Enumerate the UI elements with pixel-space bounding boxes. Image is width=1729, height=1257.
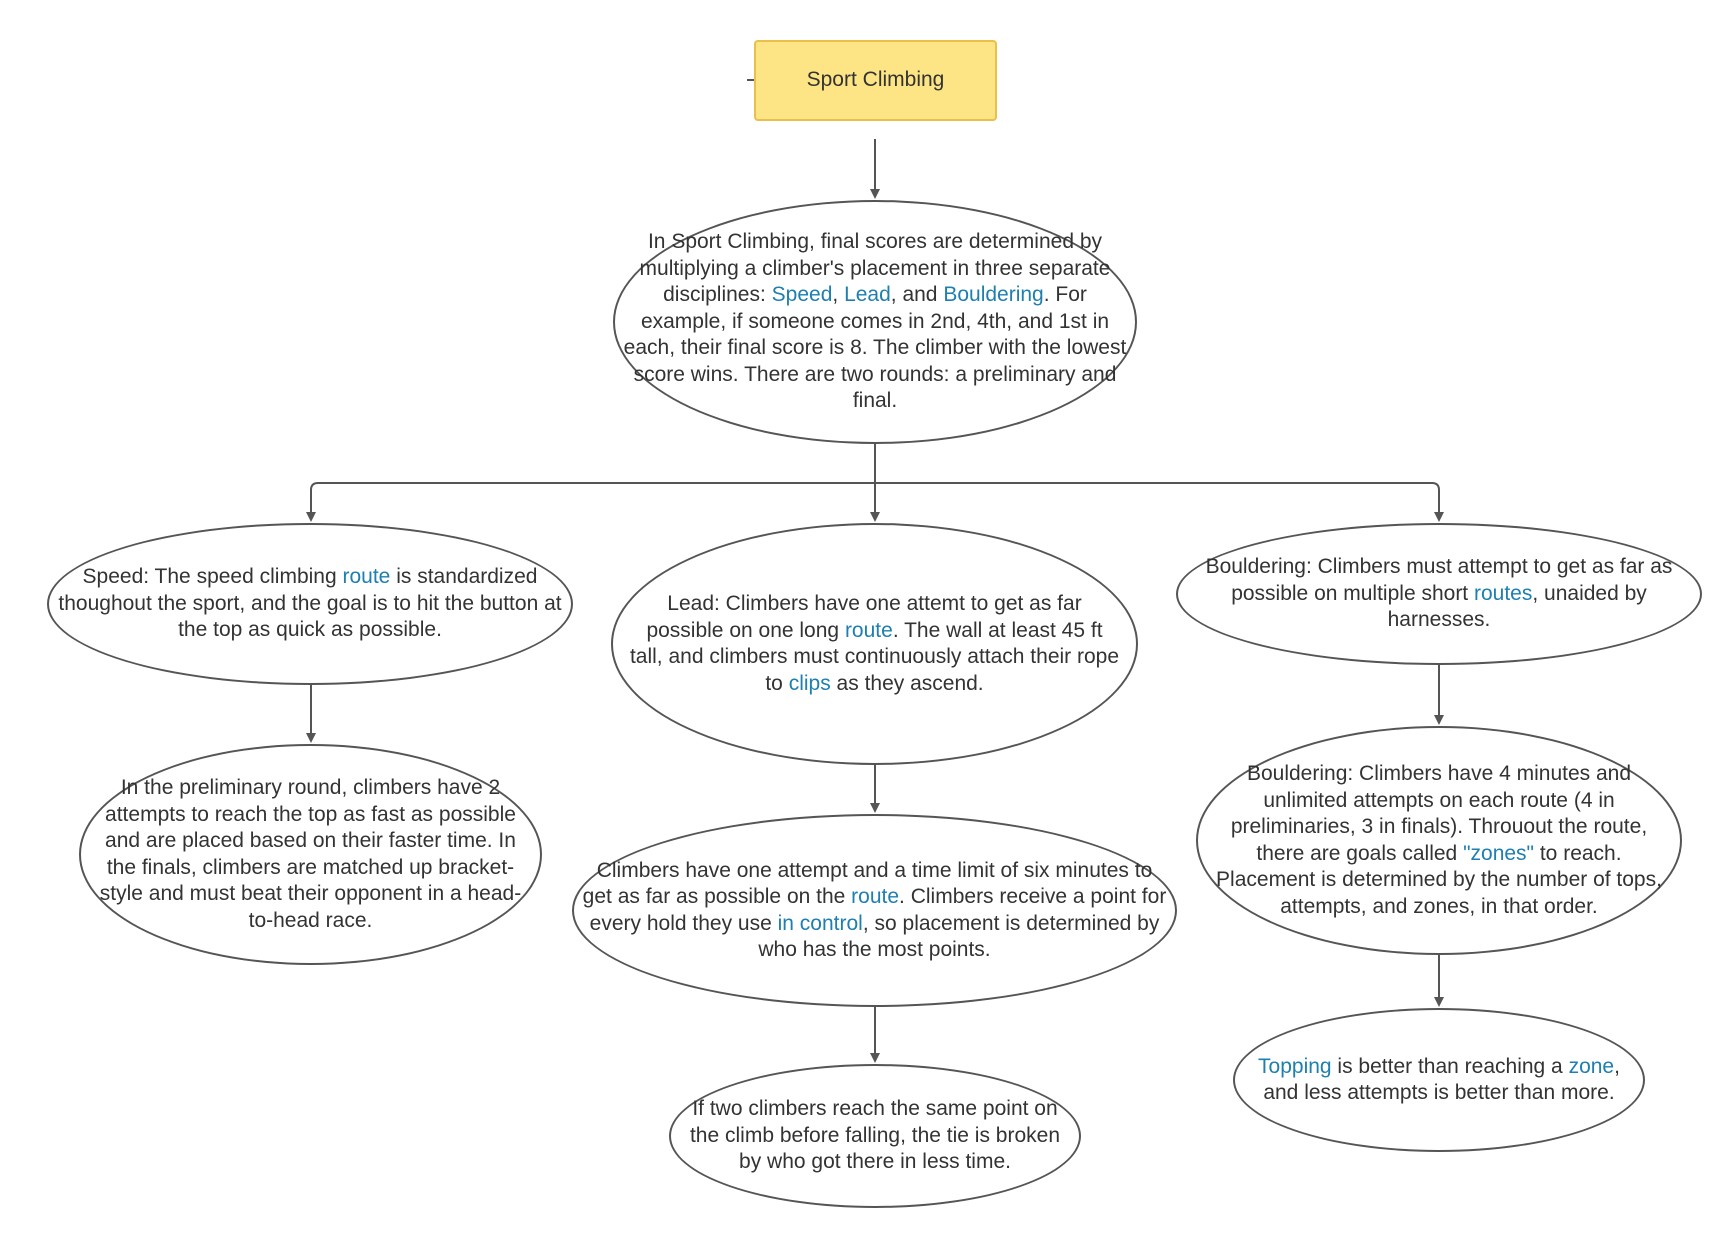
edge-overview-to-speed [306,482,875,522]
lead-node[interactable]: Lead: Climbers have one attemt to get as… [611,523,1138,765]
speed-detail-node[interactable]: In the preliminary round, climbers have … [79,744,542,965]
link-route[interactable]: route [851,885,900,908]
speed-node[interactable]: Speed: The speed climbing route is stand… [47,523,573,685]
root-connector-stub [747,79,755,81]
lead-detail-text-1: Climbers have one attempt and a time lim… [582,858,1153,909]
speed-text-2: is standardized thoughout the sport, and… [58,565,562,642]
bouldering-detail-text: Bouldering: Climbers have 4 minutes and … [1204,761,1674,920]
link-speed[interactable]: Speed [771,283,833,307]
lead-detail-text: Climbers have one attempt and a time lim… [582,858,1167,964]
bouldering-detail-node[interactable]: Bouldering: Climbers have 4 minutes and … [1196,726,1682,955]
overview-text-1: In Sport Climbing, final scores are dete… [639,230,1111,307]
bouldering-text-2: , unaided by harnesses. [1387,581,1647,632]
bouldering-rank-text: Topping is better than reaching a zone, … [1249,1054,1629,1107]
lead-detail-text-3: , so placement is determined by who has … [758,911,1160,962]
link-bouldering[interactable]: Bouldering [943,283,1044,307]
link-zone[interactable]: zone [1568,1054,1615,1078]
bouldering-text-1: Bouldering: Climbers must attempt to get… [1205,555,1673,605]
overview-text: In Sport Climbing, final scores are dete… [621,229,1129,415]
link-clips[interactable]: clips [788,671,831,695]
bouldering-rank-text-2: , and less attempts is better than more. [1263,1054,1620,1105]
edge-overview-to-bouldering [875,482,1444,522]
lead-text-1: Lead: Climbers have one attemt to get as… [646,592,1082,642]
overview-text-2: , [832,283,845,307]
speed-text: Speed: The speed climbing route is stand… [57,564,563,644]
speed-detail-text: In the preliminary round, climbers have … [99,776,522,932]
bouldering-text: Bouldering: Climbers must attempt to get… [1184,554,1694,634]
link-topping[interactable]: Topping [1258,1054,1332,1078]
lead-detail-text-2: . Climbers receive a point for every hol… [589,885,1167,935]
root-node-sport-climbing[interactable]: Sport Climbing [754,40,997,121]
link-routes[interactable]: routes [1473,581,1533,605]
speed-text-1: Speed: The speed climbing [82,565,343,589]
lead-text-2: . The wall at least 45 ft tall, and clim… [629,618,1120,695]
lead-text-3: as they ascend. [830,671,984,695]
link-route[interactable]: route [844,618,893,642]
overview-node[interactable]: In Sport Climbing, final scores are dete… [613,200,1137,444]
bouldering-node[interactable]: Bouldering: Climbers must attempt to get… [1176,523,1702,665]
overview-text-3: , and [890,283,944,307]
bouldering-rank-node[interactable]: Topping is better than reaching a zone, … [1233,1008,1645,1152]
root-node-title: Sport Climbing [806,68,945,92]
lead-detail-node[interactable]: Climbers have one attempt and a time lim… [572,814,1177,1007]
link-in-control[interactable]: in control [777,911,863,935]
bouldering-rank-text-1: is better than reaching a [1331,1054,1569,1078]
link-route[interactable]: route [342,565,391,589]
lead-tie-text: If two climbers reach the same point on … [689,1097,1061,1174]
lead-tie-node[interactable]: If two climbers reach the same point on … [669,1064,1081,1208]
link-lead[interactable]: Lead [844,283,891,307]
bouldering-detail-text-1: Bouldering: Climbers have 4 minutes and … [1230,762,1648,865]
overview-text-4: . For example, if someone comes in 2nd, … [623,283,1127,413]
link-zones[interactable]: "zones" [1463,841,1535,865]
bouldering-detail-text-2: to reach. Placement is determined by the… [1216,841,1662,918]
lead-text: Lead: Climbers have one attemt to get as… [629,591,1120,697]
